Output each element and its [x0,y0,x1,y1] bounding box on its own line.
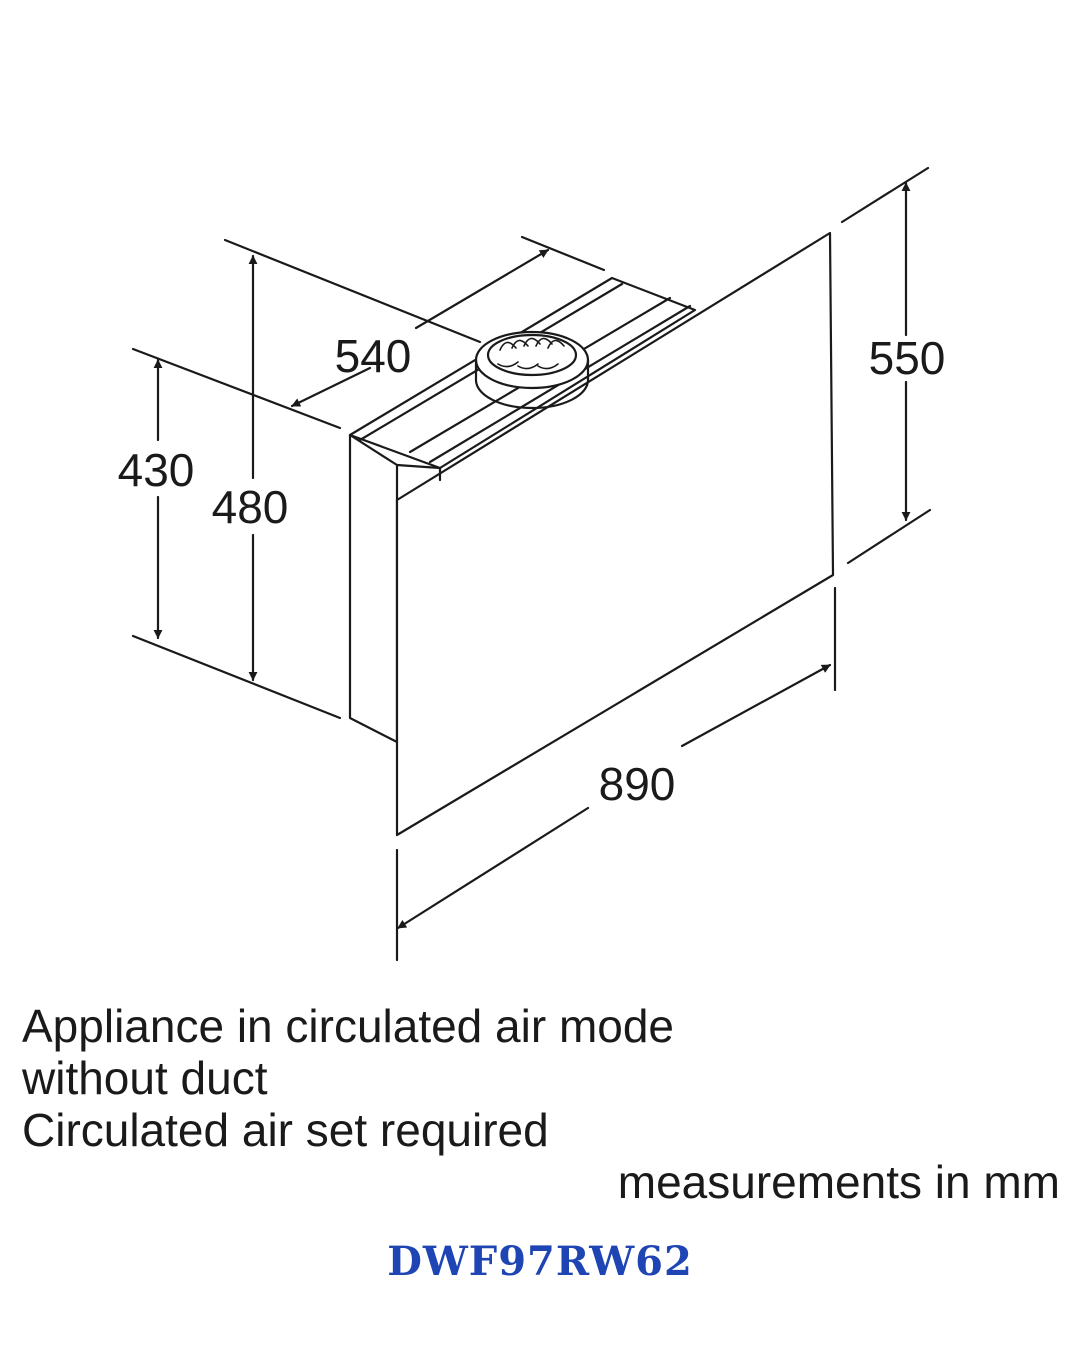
fan-outlet [474,330,590,410]
units-note: measurements in mm [617,1156,1060,1208]
note-duct: without duct [22,1052,268,1104]
notes-block: Appliance in circulated air mode without… [22,1000,1072,1208]
extension-lines [131,166,932,962]
dimension-arrows [153,181,911,930]
back-height-dimension-label: 430 [118,444,195,496]
width-dimension-label: 890 [599,758,676,810]
front-height-dimension-label: 550 [869,332,946,384]
dimension-drawing: 540 430 480 550 890 [118,166,946,962]
depth-dimension-label: 540 [335,330,412,382]
total-height-dimension-label: 480 [212,481,289,533]
note-mode: Appliance in circulated air mode [22,1000,675,1052]
model-code: DWF97RW62 [387,1238,693,1285]
note-set-required: Circulated air set required [22,1104,549,1156]
front-glass-panel [395,231,835,837]
